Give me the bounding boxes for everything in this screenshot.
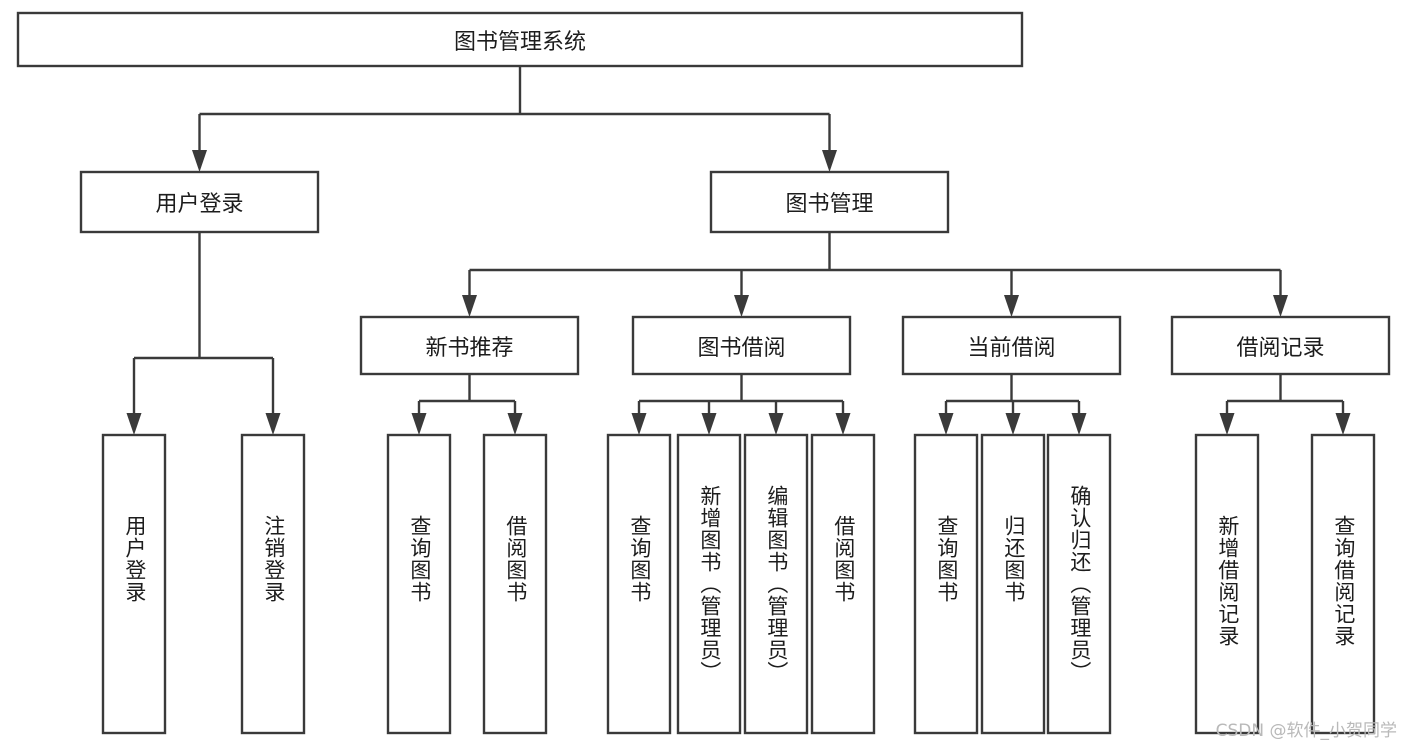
arrow-head-icon — [1219, 413, 1235, 435]
node-box-l-record-2[interactable] — [1310, 433, 1376, 735]
node-box-l-current-2[interactable] — [980, 433, 1046, 735]
arrow-head-icon — [1004, 295, 1019, 317]
node-box-l-current-1[interactable] — [913, 433, 979, 735]
arrow-head-icon — [1273, 295, 1288, 317]
node-box-n-book-manage[interactable] — [709, 170, 950, 234]
node-box-l-book-borrow-1[interactable] — [606, 433, 672, 735]
node-box-n-borrow-record[interactable] — [1170, 315, 1391, 376]
node-box-n-current-borrow[interactable] — [901, 315, 1122, 376]
node-box-l-user-login-2[interactable] — [240, 433, 306, 735]
arrow-head-icon — [631, 413, 647, 435]
arrow-head-icon — [768, 413, 784, 435]
arrow-head-icon — [734, 295, 749, 317]
arrow-head-icon — [835, 413, 851, 435]
arrow-head-icon — [822, 150, 837, 172]
node-box-root[interactable] — [16, 11, 1024, 68]
node-box-n-book-borrow[interactable] — [631, 315, 852, 376]
arrow-head-icon — [462, 295, 477, 317]
node-box-n-new-book[interactable] — [359, 315, 580, 376]
arrow-head-icon — [507, 413, 523, 435]
arrow-head-icon — [1005, 413, 1021, 435]
node-box-l-user-login-1[interactable] — [101, 433, 167, 735]
node-box-l-book-borrow-2[interactable] — [676, 433, 742, 735]
arrow-head-icon — [938, 413, 954, 435]
connector-group — [126, 66, 1351, 435]
arrow-head-icon — [265, 413, 281, 435]
arrow-head-icon — [411, 413, 427, 435]
node-box-l-new-book-1[interactable] — [386, 433, 452, 735]
node-box-l-current-3[interactable] — [1046, 433, 1112, 735]
arrow-head-icon — [192, 150, 207, 172]
node-box-l-record-1[interactable] — [1194, 433, 1260, 735]
node-box-l-new-book-2[interactable] — [482, 433, 548, 735]
arrow-head-icon — [126, 413, 142, 435]
node-box-l-book-borrow-3[interactable] — [743, 433, 809, 735]
arrow-head-icon — [701, 413, 717, 435]
arrow-head-icon — [1071, 413, 1087, 435]
arrow-head-icon — [1335, 413, 1351, 435]
node-box-n-user-login[interactable] — [79, 170, 320, 234]
node-box-l-book-borrow-4[interactable] — [810, 433, 876, 735]
